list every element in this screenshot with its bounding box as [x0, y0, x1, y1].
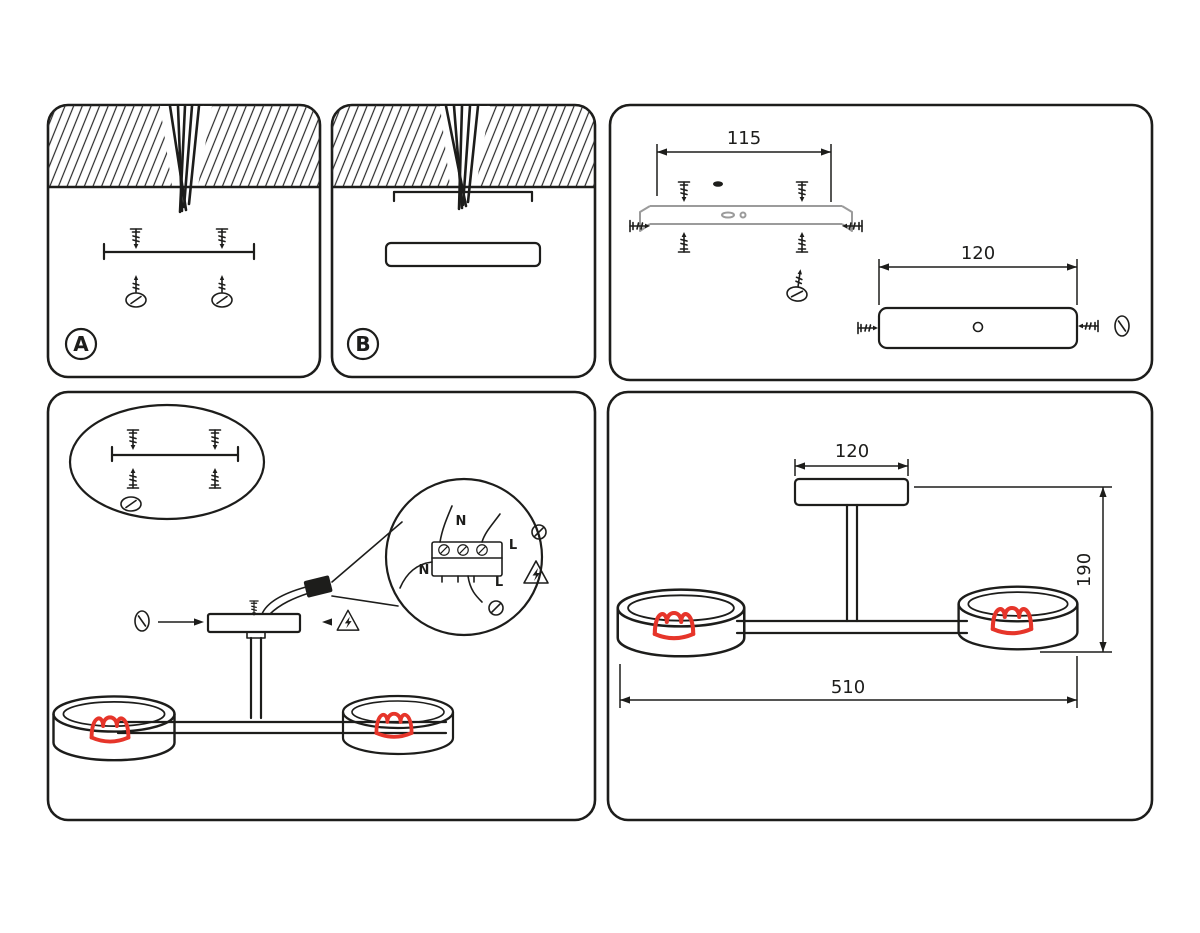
terminal-block-small	[303, 575, 333, 598]
fixture-body	[116, 600, 448, 735]
dimension-115: 115	[656, 128, 832, 202]
dimension-120-fixture: 120	[794, 441, 909, 476]
dimension-510-label: 510	[831, 677, 865, 698]
canopy-plate	[384, 241, 542, 268]
insert-arrow	[158, 618, 204, 626]
panel-overall-dimensions: 120 190 510	[606, 390, 1154, 822]
dimension-510: 510	[619, 656, 1078, 708]
panel-assembly-wiring: N L N L	[46, 390, 597, 822]
dimension-190: 190	[914, 486, 1112, 653]
wire-live-in	[481, 513, 501, 543]
panel-b-letter: B	[355, 332, 370, 356]
screw-hole-plug-icon	[713, 181, 723, 187]
panel-step-b: B	[330, 103, 597, 379]
mounting-bracket-gray	[639, 205, 853, 232]
label-live: L	[509, 538, 517, 553]
step-b-badge: B	[346, 327, 380, 361]
bracket-under-ceiling	[392, 190, 534, 203]
wiring-detail-circle: N L N L	[384, 477, 549, 637]
fixture-body	[735, 477, 969, 635]
label-live: L	[495, 575, 503, 590]
label-neutral: N	[419, 563, 430, 578]
canopy-part	[877, 306, 1079, 350]
panel-a-letter: A	[73, 332, 89, 356]
step-a-badge: A	[64, 327, 98, 361]
terminal-block	[431, 541, 503, 583]
label-neutral: N	[456, 514, 467, 529]
mounting-bracket	[102, 242, 256, 261]
dimension-120-fixture-label: 120	[835, 441, 869, 462]
dimension-120-label: 120	[961, 243, 995, 264]
bracket-detail-balloon	[68, 403, 266, 521]
dimension-190-label: 190	[1074, 553, 1095, 587]
canopy-wires	[261, 575, 333, 615]
power-wires	[168, 104, 201, 214]
panel-step-a: A	[46, 103, 322, 379]
dimension-115-label: 115	[727, 128, 761, 149]
wire-live-out	[467, 575, 483, 603]
wire-neutral-out	[399, 561, 433, 589]
ceiling-hatch	[332, 105, 595, 189]
wire-neutral-in	[439, 505, 453, 543]
panel-parts-dimensions: 115 120	[608, 103, 1154, 382]
dimension-120-canopy-part: 120	[878, 243, 1078, 305]
